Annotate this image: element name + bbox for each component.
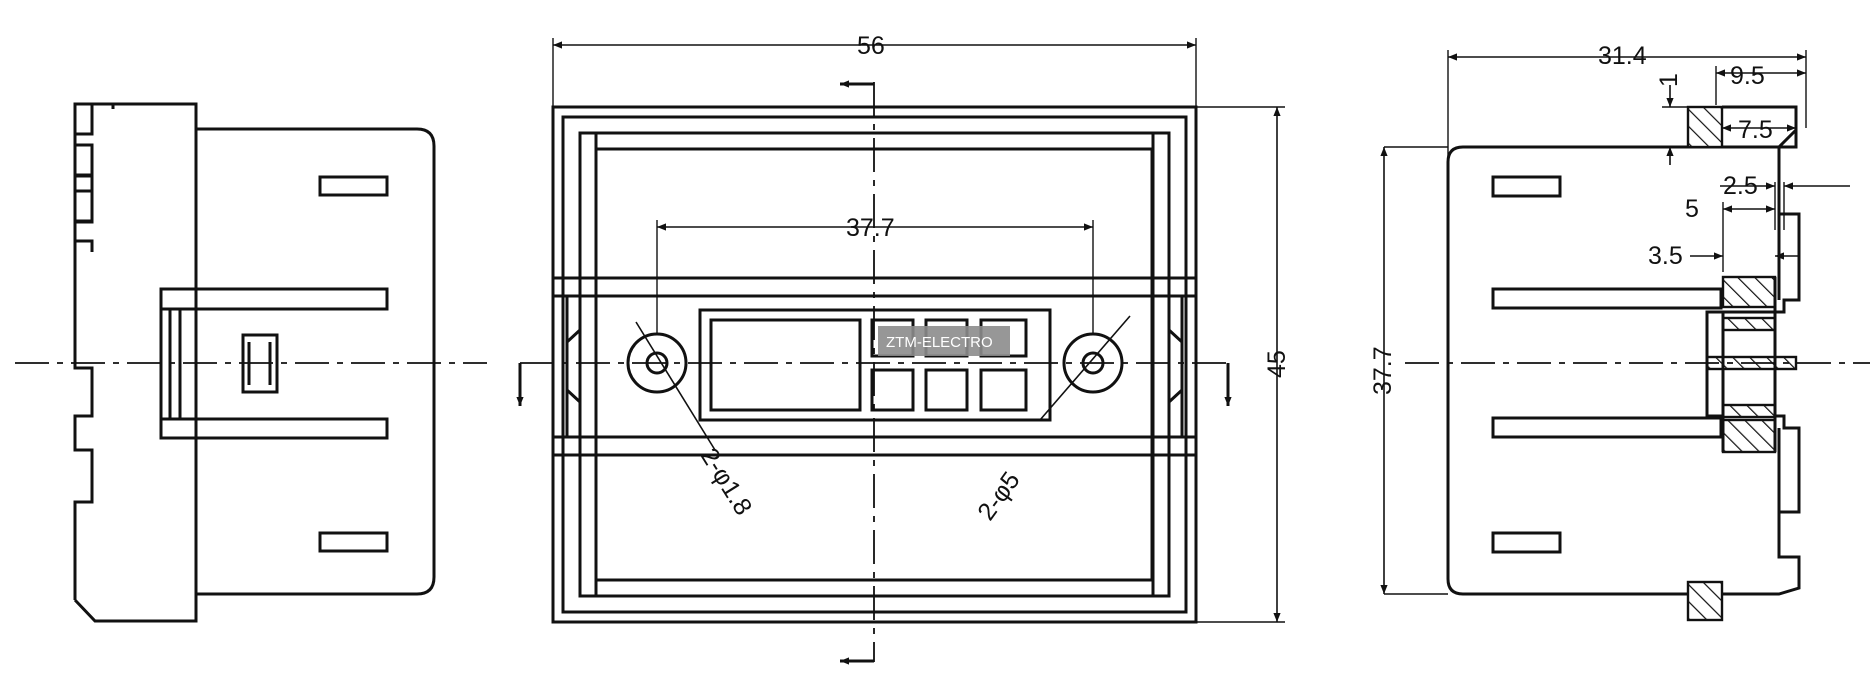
dim-overall-height: 45	[1263, 350, 1291, 378]
watermark-box	[878, 326, 1010, 356]
dim-clip-b: 5	[1685, 195, 1699, 223]
right-side-view	[1405, 105, 1870, 622]
dim-overall-width: 56	[857, 32, 885, 60]
dim-hole-spacing: 37.7	[846, 214, 895, 242]
front-view: ZTM-ELECTRO	[516, 80, 1232, 665]
left-side-view	[15, 102, 487, 623]
dim-flange-thickness: 1	[1655, 73, 1683, 87]
side-dimensions: 31.4 9.5 7.5 1 37.7 2.5 5 3.5	[1369, 42, 1850, 595]
dim-flange-inner: 7.5	[1738, 116, 1773, 144]
dim-overall-depth: 31.4	[1598, 42, 1647, 70]
dim-clip-a: 2.5	[1723, 172, 1758, 200]
dim-clip-c: 3.5	[1648, 242, 1683, 270]
dim-flange-depth: 9.5	[1730, 62, 1765, 90]
dim-side-height: 37.7	[1369, 346, 1397, 395]
watermark-text: ZTM-ELECTRO	[886, 334, 993, 351]
callout-hole-large: 2-φ5	[972, 467, 1025, 526]
